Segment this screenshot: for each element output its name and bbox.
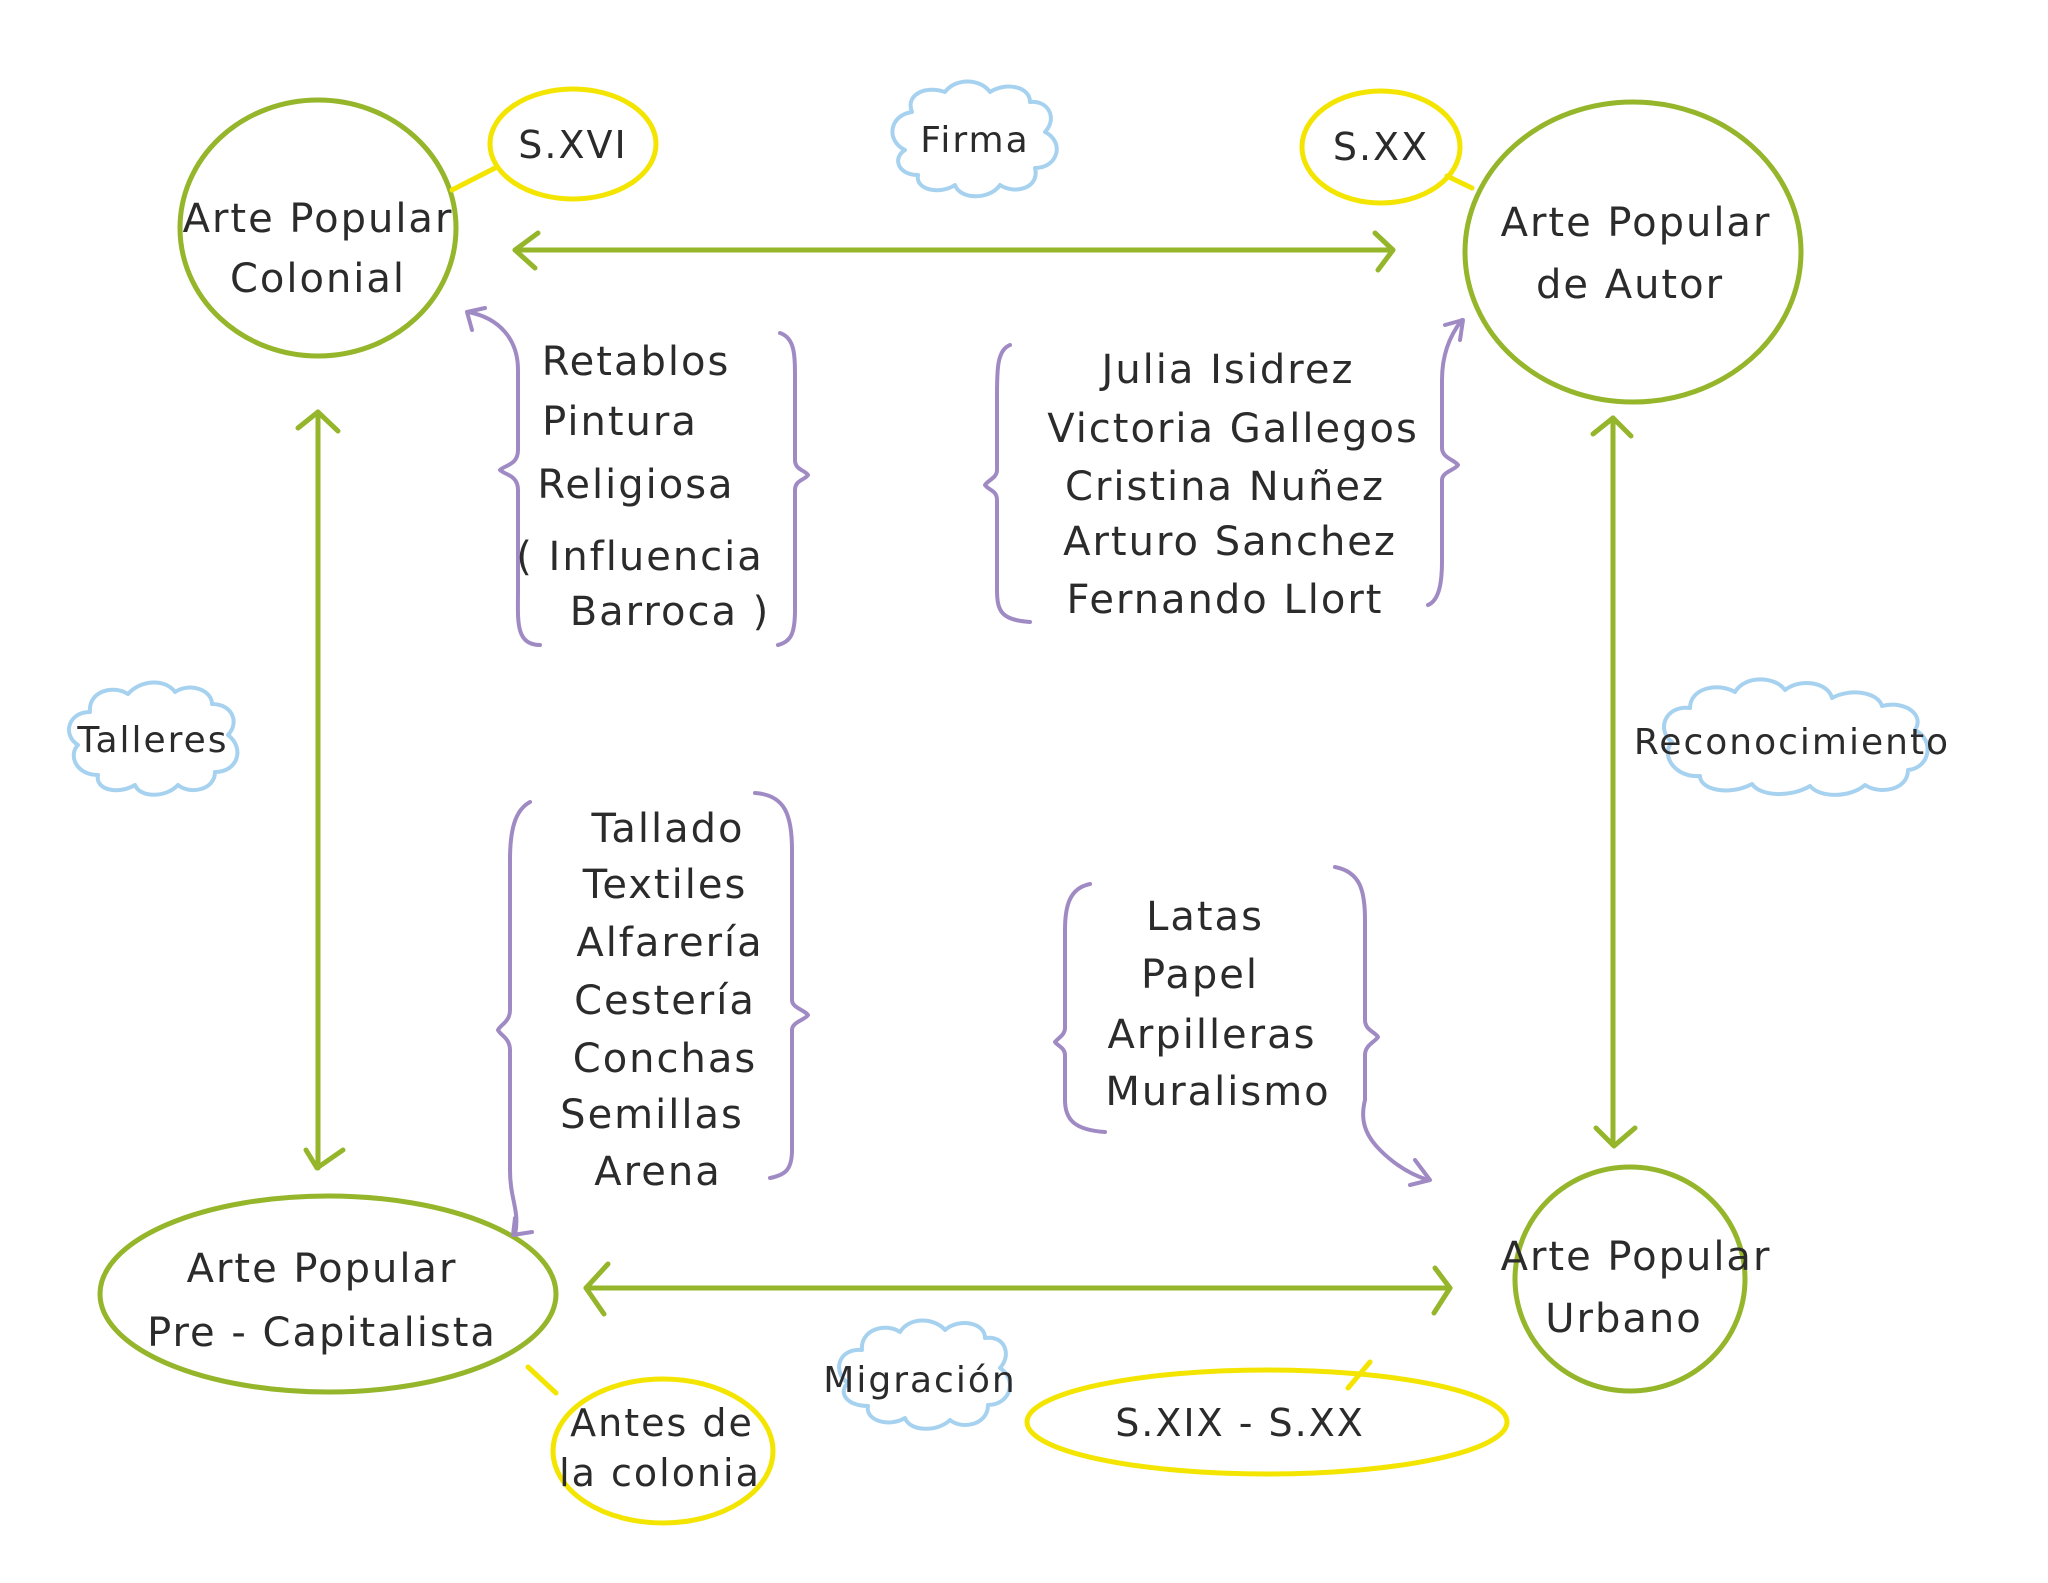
list-item: Arturo Sanchez [1063, 519, 1397, 565]
node-arte-popular-urbano: Arte Popular Urbano [1501, 1164, 1772, 1394]
date-label-line: Antes de [570, 1401, 754, 1445]
date-bubble-autor: S.XX [1299, 88, 1475, 206]
list-item: Semillas [560, 1092, 744, 1138]
date-label-line: la colonia [559, 1451, 761, 1495]
node-label-line: Pre - Capitalista [147, 1310, 497, 1356]
list-autor: Julia Isidrez Victoria Gallegos Cristina… [983, 318, 1465, 624]
list-item: Fernando Llort [1067, 577, 1384, 623]
arrow-precapitalista-urbano [583, 1261, 1453, 1317]
node-arte-popular-colonial: Arte Popular Colonial [177, 97, 459, 359]
list-item: Cestería [574, 978, 756, 1024]
bracket-left-with-arrow [465, 306, 542, 647]
date-label: S.XVI [518, 123, 627, 167]
cloud-label: Talleres [76, 720, 228, 761]
cloud-talleres: Talleres [67, 680, 240, 797]
list-item: Arpilleras [1108, 1012, 1317, 1058]
arrow-colonial-autor [512, 230, 1396, 273]
list-precapitalista: Tallado Textiles Alfarería Cestería Conc… [496, 791, 810, 1237]
cloud-label: Reconocimiento [1634, 722, 1950, 763]
node-outline [97, 1193, 559, 1395]
bubble-tail [1444, 173, 1475, 191]
list-item: Alfarería [576, 920, 763, 966]
bubble-outline [1024, 1367, 1510, 1477]
date-bubble-colonial: S.XVI [449, 86, 659, 202]
arrow-autor-urbano [1590, 415, 1638, 1149]
list-item: Arena [594, 1149, 721, 1195]
node-outline [1462, 99, 1804, 405]
bubble-tail [525, 1364, 559, 1396]
cloud-label: Migración [823, 1360, 1016, 1401]
bubble-outline [1299, 88, 1463, 206]
arrow-colonial-precapitalista [295, 409, 346, 1171]
list-colonial: Retablos Pintura Religiosa ( Influencia … [465, 306, 810, 647]
node-label-line: de Autor [1536, 262, 1724, 308]
node-label-line: Arte Popular [1501, 200, 1772, 246]
bracket-left-with-arrow [496, 800, 534, 1237]
list-item: Papel [1141, 952, 1259, 998]
date-label: S.XX [1333, 125, 1429, 169]
node-outline [177, 97, 459, 359]
cloud-migracion: Migración [823, 1318, 1016, 1431]
cloud-label: Firma [920, 120, 1029, 161]
node-outline [1512, 1164, 1748, 1394]
list-item: ( Influencia [516, 534, 764, 580]
bracket-left [1053, 882, 1107, 1134]
node-label-line: Colonial [230, 256, 406, 302]
list-item: Julia Isidrez [1099, 347, 1355, 393]
bracket-right [776, 331, 810, 647]
cloud-firma: Firma [890, 79, 1059, 199]
cloud-reconocimiento: Reconocimiento [1634, 677, 1950, 797]
date-bubble-precapitalista: Antes de la colonia [525, 1364, 776, 1526]
list-item: Barroca ) [570, 589, 771, 635]
node-label-line: Arte Popular [183, 196, 454, 242]
bubble-tail [449, 165, 498, 193]
bracket-right-with-arrow [1333, 865, 1432, 1187]
node-label-line: Urbano [1545, 1296, 1702, 1342]
bubble-outline [550, 1376, 776, 1526]
node-arte-popular-pre-capitalista: Arte Popular Pre - Capitalista [97, 1193, 559, 1395]
list-item: Tallado [591, 806, 745, 852]
list-urbano: Latas Papel Arpilleras Muralismo [1053, 865, 1432, 1187]
cloud-outline [837, 1318, 1012, 1431]
cloud-outline [1662, 677, 1930, 797]
node-label-line: Arte Popular [1501, 1234, 1772, 1280]
list-item: Retablos [542, 339, 731, 385]
list-item: Pintura [542, 399, 698, 445]
bracket-left [983, 343, 1032, 624]
list-item: Victoria Gallegos [1047, 406, 1419, 452]
date-label: S.XIX - S.XX [1115, 1401, 1365, 1445]
list-item: Latas [1146, 894, 1264, 940]
date-bubble-urbano: S.XIX - S.XX [1024, 1359, 1510, 1477]
cloud-outline [890, 79, 1059, 199]
list-item: Religiosa [537, 462, 734, 508]
node-arte-popular-de-autor: Arte Popular de Autor [1462, 99, 1804, 405]
bubble-outline [487, 86, 659, 202]
list-item: Cristina Nuñez [1065, 464, 1385, 510]
list-item: Muralismo [1105, 1069, 1330, 1115]
bracket-right [753, 791, 810, 1180]
list-item: Textiles [582, 862, 748, 908]
bracket-right-with-arrow [1426, 318, 1465, 607]
node-label-line: Arte Popular [187, 1246, 458, 1292]
list-item: Conchas [573, 1036, 757, 1082]
cloud-outline [67, 680, 240, 797]
